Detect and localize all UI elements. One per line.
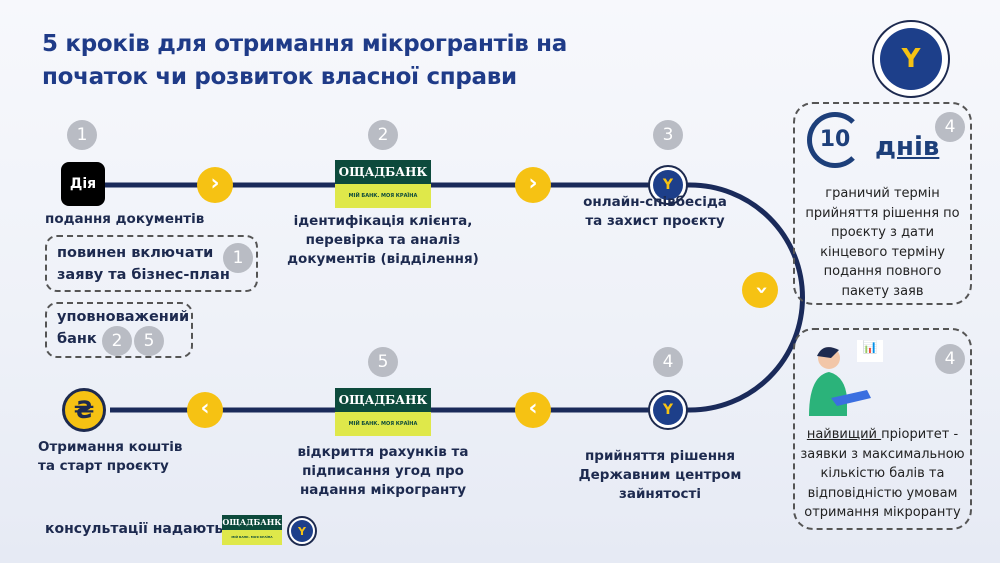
emblem-icon: Y (291, 520, 313, 542)
box-priority: 📊 4 найвищий пріоритет - заявки з максим… (793, 328, 972, 530)
diia-logo: Дія (61, 162, 105, 206)
step-badge-1: 1 (67, 120, 97, 150)
chart-icon: 📊 (857, 340, 883, 362)
note-bank: уповноважений банк 2 5 (45, 302, 193, 358)
consult-label: консультації надають (45, 521, 224, 537)
days-unit: днів (875, 132, 940, 162)
person-laptop-illustration (809, 347, 871, 416)
ten-days-icon: 10 (807, 112, 863, 168)
employment-center-emblem-small: Y (287, 516, 317, 546)
employment-center-emblem: Y (648, 390, 688, 430)
chevron-right-icon: › (515, 167, 551, 203)
step-badge-5: 5 (368, 347, 398, 377)
step-badge-2: 2 (368, 120, 398, 150)
step-badge-3: 3 (653, 120, 683, 150)
employment-center-emblem: Y (648, 165, 688, 205)
chevron-left-icon: ‹ (187, 392, 223, 428)
page-title: 5 кроків для отримання мікрогрантів на п… (42, 31, 567, 90)
step2-label: ідентифікація клієнта,перевірка та аналі… (287, 213, 479, 267)
employment-service-logo: Y (872, 20, 950, 98)
chevron-down-icon: › (742, 272, 778, 308)
step-badge-4: 4 (653, 347, 683, 377)
chevron-left-icon: ‹ (515, 392, 551, 428)
note-badge: 1 (223, 243, 253, 273)
chevron-right-icon: › (197, 167, 233, 203)
emblem-icon: Y (653, 170, 683, 200)
box-badge: 4 (935, 112, 965, 142)
emblem-icon: Y (653, 395, 683, 425)
note-badge: 5 (134, 326, 164, 356)
step1-label: подання документів (45, 211, 205, 227)
emblem-icon: Y (880, 28, 942, 90)
note-badge: 2 (102, 326, 132, 356)
hryvnia-icon: ₴ (62, 388, 106, 432)
box-badge: 4 (935, 344, 965, 374)
